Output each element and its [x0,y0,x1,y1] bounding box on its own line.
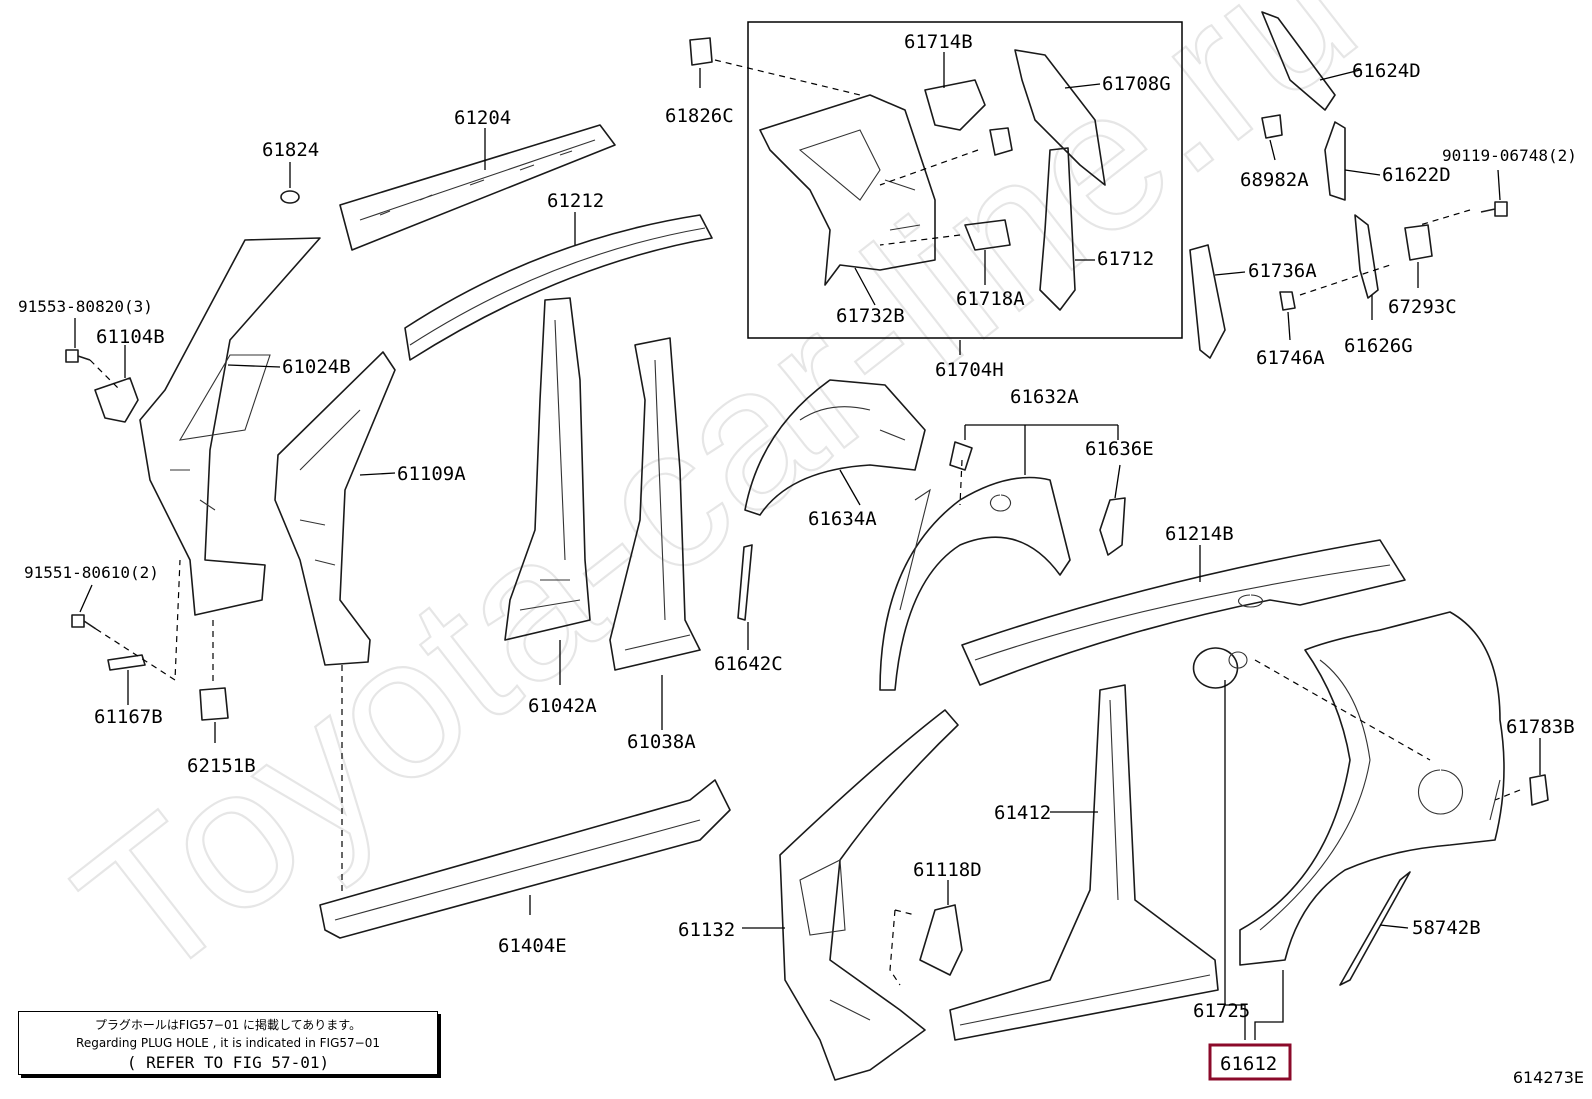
part-61404e-rocker [319,779,731,939]
part-58742b [1339,871,1411,986]
label-61204[interactable]: 61204 [454,107,511,129]
label-61132[interactable]: 61132 [678,919,735,941]
part-61104b-bracket [94,377,139,423]
part-61634a-wheelhouse [744,379,926,516]
label-91551[interactable]: 91551-80610(2) [24,563,159,582]
label-61212[interactable]: 61212 [547,190,604,212]
label-61732b[interactable]: 61732B [836,305,905,327]
label-62151b[interactable]: 62151B [187,755,256,777]
label-61642c[interactable]: 61642C [714,653,783,675]
part-61632a-wheelhouse [879,476,1071,691]
leader-lines [74,52,1541,1040]
part-61725-fuel-filler [1192,647,1239,689]
part-61204-rail [339,124,616,251]
part-61732b [759,94,936,286]
part-61642c [737,544,753,621]
label-61634a[interactable]: 61634A [808,508,877,530]
label-90119[interactable]: 90119-06748(2) [1442,146,1577,165]
part-62151b-plug [199,687,229,721]
label-61024b[interactable]: 61024B [282,356,351,378]
label-61104b[interactable]: 61104B [96,326,165,348]
part-67293c [1404,224,1433,261]
part-61708g [1014,49,1106,186]
part-91553-bolt [65,349,91,363]
label-61824[interactable]: 61824 [262,139,319,161]
part-61746a [1279,291,1296,311]
part-61612-quarter-panel [1239,611,1505,966]
label-61612[interactable]: 61612 [1220,1053,1277,1075]
label-61826c[interactable]: 61826C [665,105,734,127]
label-61624d[interactable]: 61624D [1352,60,1421,82]
part-61118d [919,904,963,976]
note-line-english: Regarding PLUG HOLE , it is indicated in… [76,1036,380,1050]
label-61626g[interactable]: 61626G [1344,335,1413,357]
label-61746a[interactable]: 61746A [1256,347,1325,369]
part-61712 [1039,147,1076,311]
part-61622d [1324,121,1346,201]
label-67293c[interactable]: 67293C [1388,296,1457,318]
part-68982a [1261,114,1283,139]
label-61042a[interactable]: 61042A [528,695,597,717]
part-61824-grommet [280,190,300,204]
label-61118d[interactable]: 61118D [913,859,982,881]
part-91551-bolt [71,614,97,630]
label-61714b[interactable]: 61714B [904,31,973,53]
label-61718a[interactable]: 61718A [956,288,1025,310]
part-61783b [1529,774,1549,806]
highlight-box-61612 [1208,1043,1292,1081]
part-61038a-pillar [609,337,701,671]
part-61212-rail [404,214,713,361]
label-61783b[interactable]: 61783B [1506,716,1575,738]
label-61038a[interactable]: 61038A [627,731,696,753]
watermark: Toyota-car-line.ru [39,0,1394,1024]
label-61632a[interactable]: 61632A [1010,386,1079,408]
part-61714b [924,79,986,131]
label-61214b[interactable]: 61214B [1165,523,1234,545]
label-58742b[interactable]: 58742B [1412,917,1481,939]
label-61725[interactable]: 61725 [1193,1000,1250,1022]
part-61042a-pillar [504,297,591,641]
label-61404e[interactable]: 61404E [498,935,567,957]
part-61704h-bracket [989,127,1013,156]
part-61624d [1261,11,1336,111]
part-61214b-rail [961,539,1406,686]
part-90119-bolt [1480,201,1508,217]
note-box: プラグホールはFIG57−01 に掲載してあります。 Regarding PLU… [18,1011,438,1075]
label-61736a[interactable]: 61736A [1248,260,1317,282]
diagram-number: 614273E [1512,1068,1584,1087]
note-line-refer: ( REFER TO FIG 57-01) [126,1053,330,1072]
label-61109a[interactable]: 61109A [397,463,466,485]
part-61412-pillar [949,684,1219,1041]
label-61167b[interactable]: 61167B [94,706,163,728]
label-61708g[interactable]: 61708G [1102,73,1171,95]
part-61024b-pillar [139,237,321,616]
part-61132-pillar [779,709,959,1081]
label-61636e[interactable]: 61636E [1085,438,1154,460]
part-61632a-bracket [949,441,973,471]
label-68982a[interactable]: 68982A [1240,169,1309,191]
label-61704h[interactable]: 61704H [935,359,1004,381]
part-61109a-pillar [274,351,396,666]
label-61622d[interactable]: 61622D [1382,164,1451,186]
label-61712[interactable]: 61712 [1097,248,1154,270]
part-61718a [964,219,1011,251]
label-61412[interactable]: 61412 [994,802,1051,824]
group-box-61704h [747,21,1183,339]
part-61626g [1354,214,1379,299]
note-line-japanese: プラグホールはFIG57−01 に掲載してあります。 [94,1018,362,1032]
part-61636e [1099,497,1126,556]
label-91553[interactable]: 91553-80820(3) [18,297,153,316]
part-61826c [689,37,713,66]
part-61736a [1189,244,1226,359]
part-61167b [107,654,146,671]
